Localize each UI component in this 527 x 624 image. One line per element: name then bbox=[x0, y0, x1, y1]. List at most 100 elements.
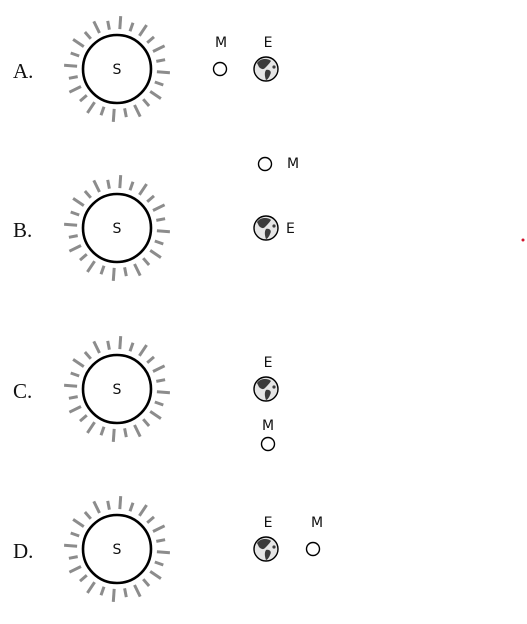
sun-ray bbox=[156, 70, 171, 75]
sun-ray bbox=[123, 108, 128, 118]
sun-ray bbox=[68, 234, 78, 239]
sun-ray bbox=[156, 229, 171, 234]
sun-ray bbox=[123, 428, 128, 438]
island-shape bbox=[272, 65, 276, 69]
sun-ray bbox=[72, 518, 85, 528]
sun-b: S bbox=[63, 174, 171, 282]
earth-icon bbox=[253, 536, 279, 562]
sun-ray bbox=[156, 550, 171, 555]
sun-ray bbox=[111, 267, 116, 282]
sun-ray bbox=[152, 364, 166, 373]
sun-ray bbox=[92, 340, 101, 354]
sun-ray bbox=[72, 197, 85, 207]
sun-ray bbox=[133, 584, 142, 598]
sun-ray bbox=[156, 378, 166, 383]
sun-ray bbox=[146, 194, 155, 203]
sun-ray bbox=[92, 179, 101, 193]
sun-a: S bbox=[63, 15, 171, 123]
earth-label: E bbox=[264, 355, 273, 371]
sun-ray bbox=[70, 51, 80, 58]
sun-ray bbox=[123, 267, 128, 277]
sun-ray bbox=[146, 35, 155, 44]
island-shape bbox=[272, 385, 276, 389]
sun-ray bbox=[72, 38, 85, 48]
earth-icon bbox=[253, 56, 279, 82]
sun-ray bbox=[128, 342, 135, 352]
sun-ray bbox=[92, 20, 101, 34]
sun-ray bbox=[111, 108, 116, 123]
moon-icon bbox=[260, 436, 276, 452]
moon-icon bbox=[257, 156, 273, 172]
sun-ray bbox=[83, 190, 92, 199]
sun-disk bbox=[81, 33, 153, 105]
sun-label: S bbox=[113, 221, 122, 237]
sun-ray bbox=[149, 410, 162, 420]
continent-shape bbox=[257, 58, 271, 70]
moon-label: M bbox=[311, 515, 323, 531]
option-a: A. S M E bbox=[13, 15, 279, 123]
sun-ray bbox=[149, 570, 162, 580]
continent-shape bbox=[257, 378, 271, 390]
sun-ray bbox=[152, 203, 166, 212]
sun-ray bbox=[118, 15, 123, 30]
sun-label: S bbox=[113, 382, 122, 398]
sun-ray bbox=[63, 543, 78, 548]
sun-disk bbox=[81, 192, 153, 264]
sun-ray bbox=[86, 260, 96, 273]
sun-ray bbox=[106, 20, 111, 30]
sun-ray bbox=[68, 405, 82, 414]
sun-ray bbox=[156, 538, 166, 543]
sun-ray bbox=[99, 426, 106, 436]
sun-ray bbox=[86, 101, 96, 114]
sun-ray bbox=[154, 560, 164, 567]
earth-icon bbox=[253, 376, 279, 402]
sun-ray bbox=[106, 179, 111, 189]
earth-label: E bbox=[286, 221, 295, 237]
sun-ray bbox=[133, 263, 142, 277]
sun-ray bbox=[152, 44, 166, 53]
sun-ray bbox=[83, 351, 92, 360]
sun-ray bbox=[68, 555, 78, 560]
continent-shape bbox=[264, 228, 271, 239]
sun-ray bbox=[111, 428, 116, 443]
option-c-letter: C. bbox=[13, 379, 32, 403]
sun-ray bbox=[70, 371, 80, 378]
continent-shape bbox=[257, 217, 271, 229]
sun-ray bbox=[133, 424, 142, 438]
sun-ray bbox=[146, 515, 155, 524]
sun-ray bbox=[63, 63, 78, 68]
earth-icon bbox=[253, 215, 279, 241]
continent-shape bbox=[264, 549, 271, 560]
sun-ray bbox=[99, 586, 106, 596]
sun-ray bbox=[68, 244, 82, 253]
sun-ray bbox=[83, 511, 92, 520]
sun-ray bbox=[138, 24, 148, 37]
sun-ray bbox=[86, 581, 96, 594]
sun-ray bbox=[111, 588, 116, 603]
sun-ray bbox=[123, 588, 128, 598]
sun-ray bbox=[68, 565, 82, 574]
sun-ray bbox=[133, 104, 142, 118]
option-b-letter: B. bbox=[13, 218, 32, 242]
moon-label: M bbox=[287, 156, 299, 172]
sun-ray bbox=[142, 257, 151, 266]
sun-c: S bbox=[63, 335, 171, 443]
sun-disk bbox=[81, 513, 153, 585]
sun-ray bbox=[128, 22, 135, 32]
option-b: B. S M E bbox=[13, 156, 299, 282]
sun-ray bbox=[68, 395, 78, 400]
sun-ray bbox=[106, 500, 111, 510]
sun-ray bbox=[92, 500, 101, 514]
sun-ray bbox=[142, 578, 151, 587]
sun-ray bbox=[79, 253, 88, 262]
sun-ray bbox=[106, 340, 111, 350]
sun-ray bbox=[154, 80, 164, 87]
sun-ray bbox=[79, 414, 88, 423]
moon-label: M bbox=[262, 418, 274, 434]
sun-ray bbox=[63, 222, 78, 227]
sun-ray bbox=[149, 249, 162, 259]
sun-ray bbox=[138, 183, 148, 196]
continent-shape bbox=[264, 389, 271, 400]
continent-shape bbox=[257, 538, 271, 550]
